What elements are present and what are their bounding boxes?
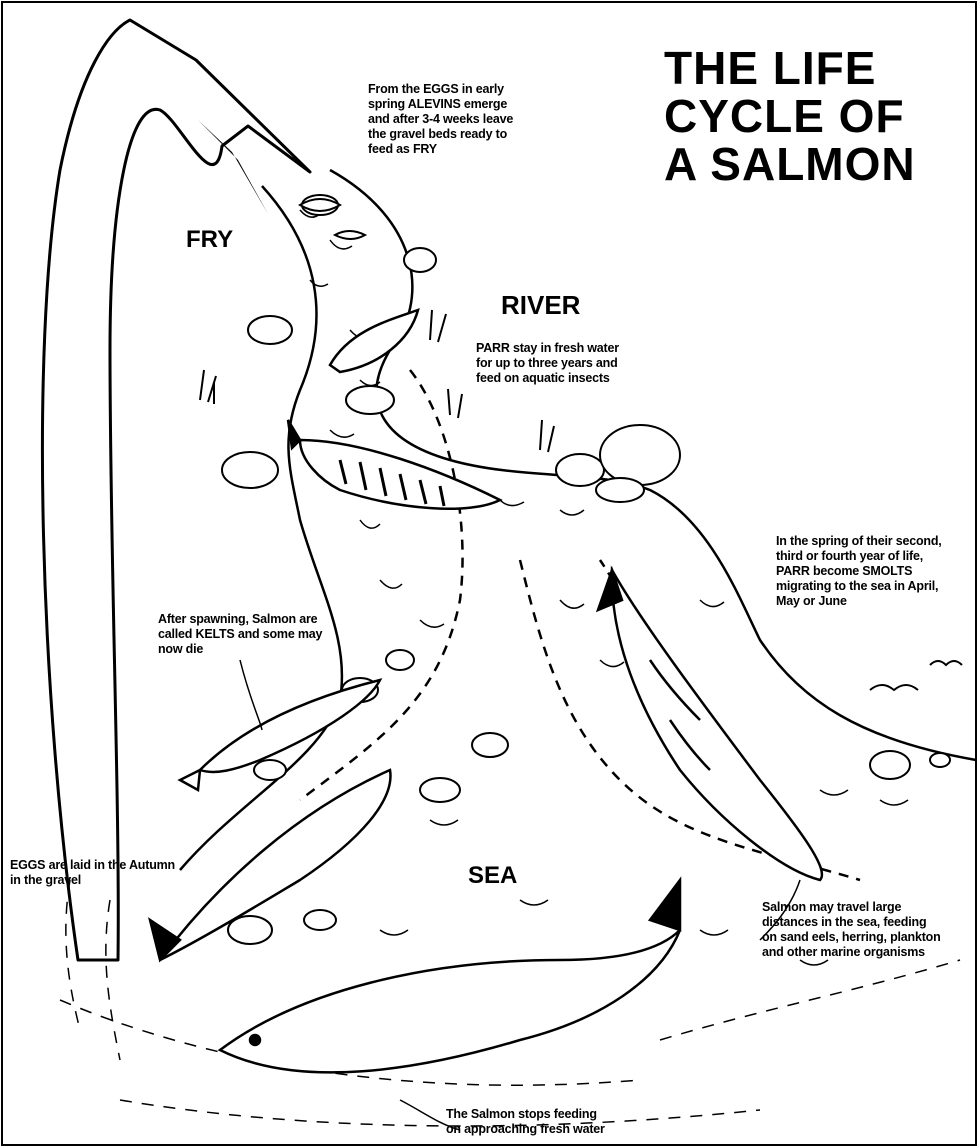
stops-feeding-annotation: The Salmon stops feeding on approaching …	[446, 1107, 605, 1137]
parr-fish-icon	[288, 310, 500, 509]
eggs-annotation: EGGS are laid in the Autumn in the grave…	[10, 858, 175, 888]
kelts-annotation: After spawning, Salmon are called KELTS …	[158, 612, 322, 657]
adult-salmon-icon	[220, 880, 680, 1072]
alevins-annotation: From the EGGS in early spring ALEVINS em…	[368, 82, 513, 157]
title-line-1: THE LIFE	[664, 44, 916, 92]
fry-fish-icon	[300, 199, 365, 239]
fry-label: FRY	[186, 226, 233, 254]
gull-icon	[870, 661, 962, 690]
river-icon	[180, 170, 976, 880]
page-title: THE LIFE CYCLE OF A SALMON	[664, 44, 916, 188]
sea-travel-annotation: Salmon may travel large distances in the…	[762, 900, 941, 960]
river-label: RIVER	[501, 290, 580, 321]
sea-label: SEA	[468, 862, 517, 890]
title-line-3: A SALMON	[664, 140, 916, 188]
smolts-annotation: In the spring of their second, third or …	[776, 534, 942, 609]
cycle-arrow-icon	[42, 20, 310, 960]
smolt-fish-icon	[598, 570, 822, 880]
parr-annotation: PARR stay in fresh water for up to three…	[476, 341, 619, 386]
title-line-2: CYCLE OF	[664, 92, 916, 140]
